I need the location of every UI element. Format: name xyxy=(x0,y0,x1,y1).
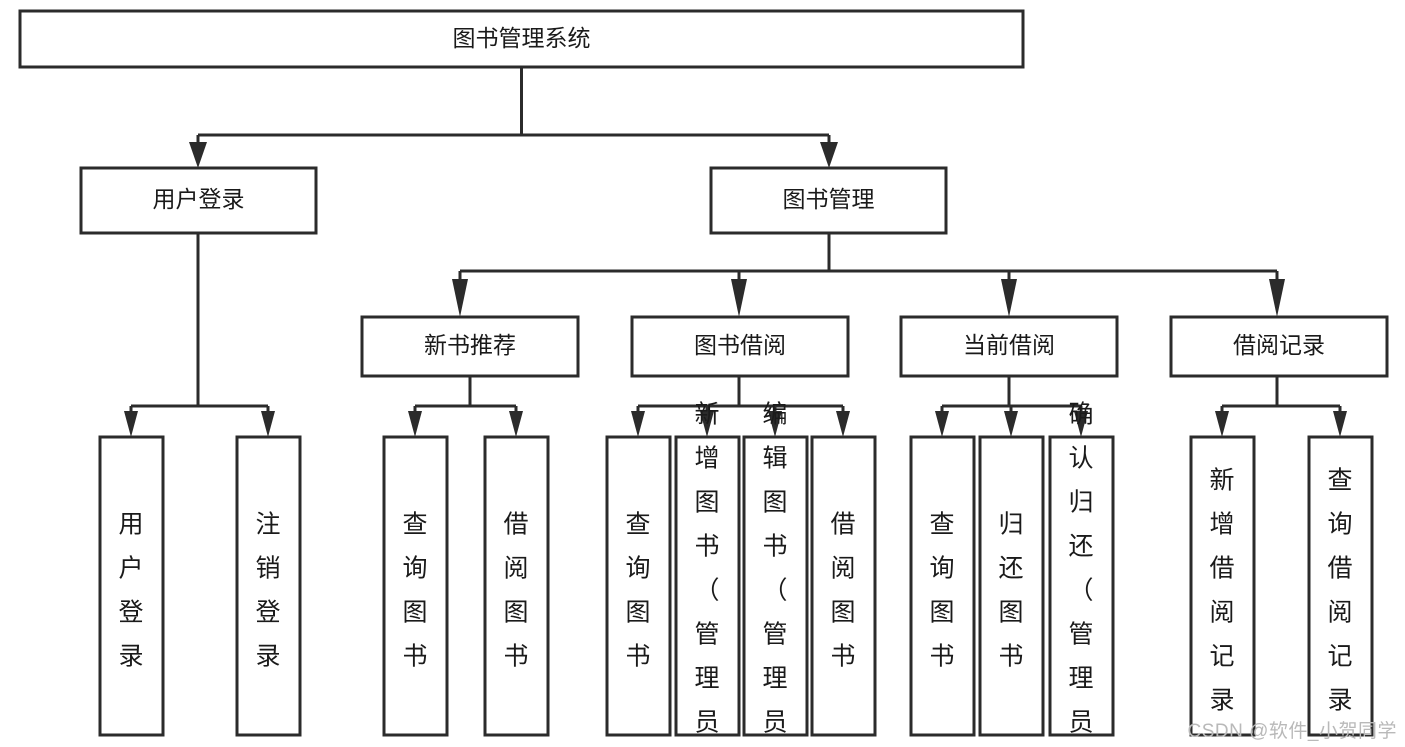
leaf-query-borrow-record-label: 查询借阅记录 xyxy=(1327,466,1352,714)
leaf-query-book-3-label: 查询图书 xyxy=(929,510,954,670)
connector-group-book-borrow xyxy=(631,376,850,437)
arrow-head-to-leaf-add-borrow-record xyxy=(1215,411,1229,437)
connector-group-root xyxy=(189,67,838,168)
connector-group-new-book-recommend xyxy=(408,376,523,437)
node-root-system-label: 图书管理系统 xyxy=(453,25,591,51)
leaf-query-book-2-label: 查询图书 xyxy=(625,510,650,670)
leaf-borrow-book-2-label: 借阅图书 xyxy=(830,510,855,670)
arrow-head-to-book-management xyxy=(820,142,838,168)
leaf-edit-book[interactable] xyxy=(742,435,809,737)
arrow-head-to-leaf-add-book xyxy=(700,411,714,437)
leaf-borrow-book-2[interactable] xyxy=(810,435,877,737)
node-root-system[interactable] xyxy=(18,9,1025,69)
leaf-confirm-return[interactable] xyxy=(1048,435,1115,737)
leaf-user-login[interactable] xyxy=(98,435,165,737)
leaf-logout-login[interactable] xyxy=(235,435,302,737)
arrow-head-to-leaf-user-login xyxy=(124,411,138,437)
leaf-add-book-label: 新增图书（管理员） xyxy=(694,400,719,747)
arrow-head-to-current-borrow xyxy=(1001,279,1017,317)
arrow-head-to-leaf-query-book-2 xyxy=(631,411,645,437)
node-book-borrow[interactable] xyxy=(630,315,850,378)
leaf-add-borrow-record[interactable] xyxy=(1189,435,1256,737)
node-book-management[interactable] xyxy=(709,166,948,235)
arrow-head-to-new-book-recommend xyxy=(452,279,468,317)
leaf-query-borrow-record[interactable] xyxy=(1307,435,1374,737)
node-borrow-record[interactable] xyxy=(1169,315,1389,378)
arrow-head-to-leaf-return-book xyxy=(1004,411,1018,437)
leaf-borrow-book-1-label: 借阅图书 xyxy=(503,510,528,670)
leaf-add-book[interactable] xyxy=(674,435,741,737)
connector-group-current-borrow xyxy=(935,376,1088,437)
arrow-head-to-user-login xyxy=(189,142,207,168)
leaf-user-login-label: 用户登录 xyxy=(118,510,143,670)
node-book-borrow-label: 图书借阅 xyxy=(694,332,786,358)
arrow-head-to-leaf-query-book-1 xyxy=(408,411,422,437)
arrow-head-to-borrow-record xyxy=(1269,279,1285,317)
connector-group-book-management xyxy=(452,233,1285,317)
node-borrow-record-label: 借阅记录 xyxy=(1233,332,1325,358)
leaf-borrow-book-1[interactable] xyxy=(483,435,550,737)
leaf-return-book-label: 归还图书 xyxy=(998,510,1023,670)
leaf-query-book-1[interactable] xyxy=(382,435,449,737)
node-user-login-label: 用户登录 xyxy=(153,186,245,212)
arrow-head-to-leaf-edit-book xyxy=(768,411,782,437)
leaf-add-borrow-record-label: 新增借阅记录 xyxy=(1209,466,1234,714)
connector-group-borrow-record xyxy=(1215,376,1347,437)
node-new-book-recommend[interactable] xyxy=(360,315,580,378)
leaf-edit-book-label: 编辑图书（管理员） xyxy=(762,400,787,747)
leaf-return-book[interactable] xyxy=(978,435,1045,737)
leaf-query-book-1-label: 查询图书 xyxy=(402,510,427,670)
arrow-head-to-leaf-logout-login xyxy=(261,411,275,437)
node-current-borrow-label: 当前借阅 xyxy=(963,332,1055,358)
leaf-query-book-3[interactable] xyxy=(909,435,976,737)
arrow-head-to-leaf-borrow-book-2 xyxy=(836,411,850,437)
node-current-borrow[interactable] xyxy=(899,315,1119,378)
arrow-head-to-leaf-confirm-return xyxy=(1074,411,1088,437)
node-new-book-recommend-label: 新书推荐 xyxy=(424,332,516,358)
leaf-query-book-2[interactable] xyxy=(605,435,672,737)
leaf-logout-login-label: 注销登录 xyxy=(255,510,280,670)
node-book-management-label: 图书管理 xyxy=(783,186,875,212)
arrow-head-to-leaf-borrow-book-1 xyxy=(509,411,523,437)
node-user-login[interactable] xyxy=(79,166,318,235)
csdn-watermark: CSDN @软件_小贺同学 xyxy=(1187,721,1397,742)
arrow-head-to-book-borrow xyxy=(731,279,747,317)
leaf-confirm-return-label: 确认归还（管理员） xyxy=(1068,400,1093,747)
connector-group-user-login xyxy=(124,233,275,437)
arrow-head-to-leaf-query-book-3 xyxy=(935,411,949,437)
arrow-head-to-leaf-query-borrow-record xyxy=(1333,411,1347,437)
